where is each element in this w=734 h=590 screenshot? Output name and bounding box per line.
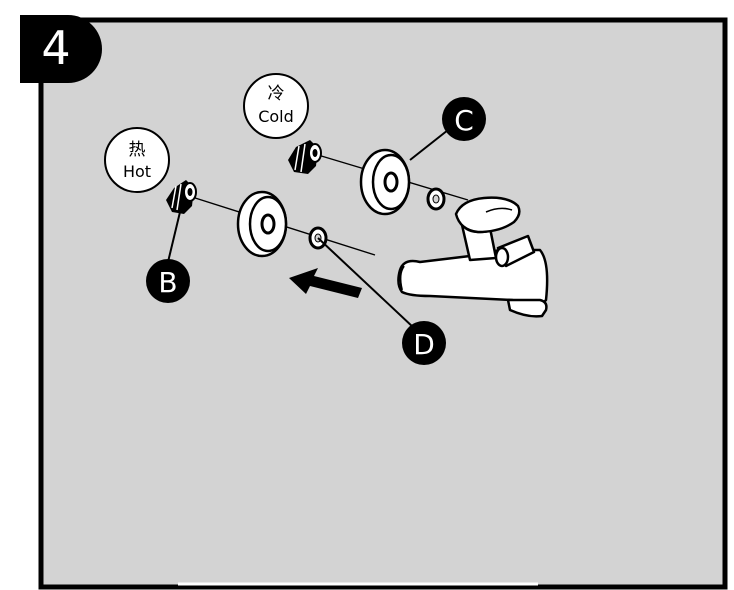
cold-eccentric-connector bbox=[288, 140, 322, 174]
step-number: 4 bbox=[41, 21, 70, 75]
callout-c: C bbox=[442, 97, 486, 141]
install-direction-arrow bbox=[289, 268, 362, 298]
bath-mixer-faucet bbox=[397, 196, 549, 318]
callout-b-leader bbox=[167, 211, 181, 263]
cold-label-bubble: 冷 Cold bbox=[243, 73, 309, 139]
callout-b: B bbox=[146, 259, 190, 303]
hot-label-cn: 热 bbox=[129, 140, 146, 160]
hot-label-bubble: 热 Hot bbox=[104, 127, 170, 193]
callout-b-letter: B bbox=[158, 266, 177, 299]
callout-d: D bbox=[402, 321, 446, 365]
callout-d-letter: D bbox=[413, 328, 435, 361]
hot-flange bbox=[236, 190, 288, 258]
callout-c-letter: C bbox=[454, 104, 474, 137]
hot-label-en: Hot bbox=[123, 162, 151, 181]
cold-label-cn: 冷 bbox=[268, 84, 285, 104]
diagram-panel bbox=[38, 17, 728, 590]
cold-washer bbox=[426, 187, 446, 211]
cold-flange bbox=[359, 148, 411, 216]
callout-d-leader bbox=[317, 237, 415, 329]
hot-eccentric-connector bbox=[166, 180, 197, 214]
callout-c-leader bbox=[409, 129, 449, 161]
step-badge: 4 bbox=[20, 15, 102, 83]
cold-label-en: Cold bbox=[258, 107, 294, 126]
